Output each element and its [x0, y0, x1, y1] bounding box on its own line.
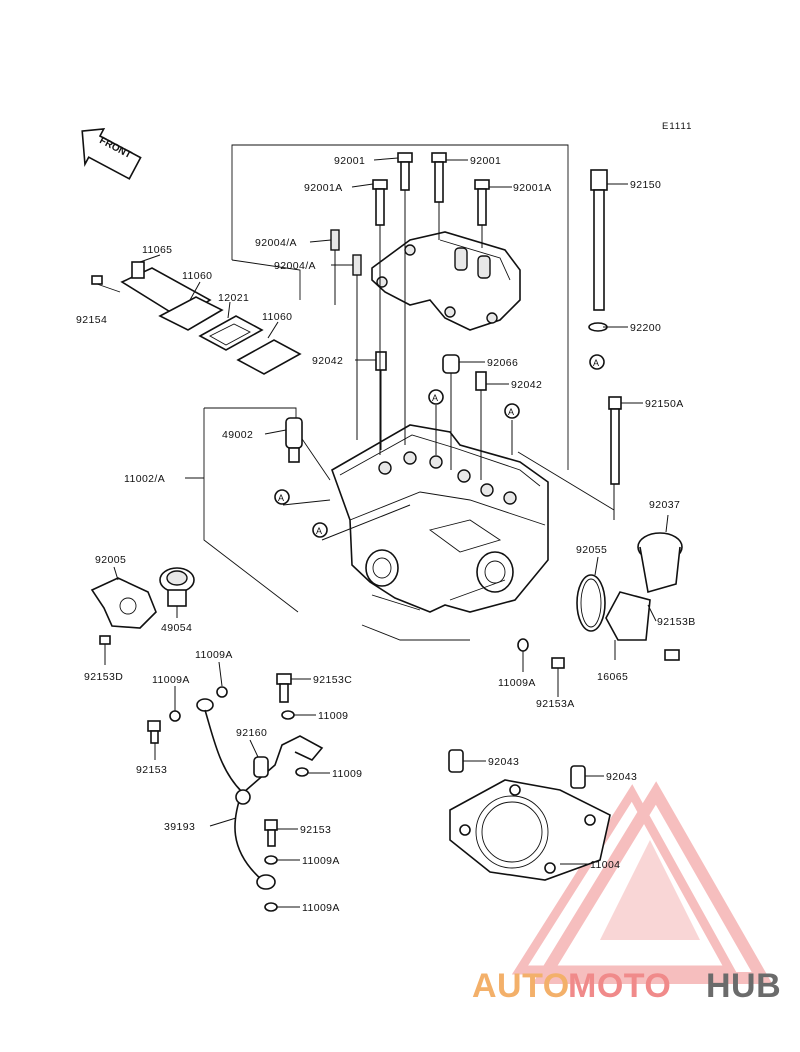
dowel-pin-icon: [375, 351, 487, 391]
callout: 92005: [95, 554, 126, 566]
callout: 92004/A: [274, 260, 316, 272]
callout: 92153B: [657, 616, 696, 628]
head-gasket: [448, 749, 611, 881]
callout: 11002/A: [124, 473, 165, 485]
callout: 11009A: [195, 649, 233, 661]
callout: 11009A: [302, 902, 340, 914]
callout: 92066: [487, 357, 518, 369]
callout: 92042: [511, 379, 542, 391]
oil-pipe-parts: [147, 638, 565, 912]
callout: 92150A: [645, 398, 684, 410]
callout: 92153C: [313, 674, 352, 686]
frame-lines: [203, 144, 615, 641]
callout: 49002: [222, 429, 253, 441]
svg-text:A: A: [508, 407, 514, 417]
callout: 11065: [142, 244, 172, 256]
leader-lines: [282, 190, 615, 541]
callout: 11060: [262, 311, 292, 323]
svg-text:HUB: HUB: [706, 967, 781, 1005]
callout: 92055: [576, 544, 607, 556]
valve-part-icon: [285, 417, 303, 463]
callout: 92037: [649, 499, 680, 511]
thermostat-housing: [90, 577, 157, 645]
callout: 11009: [318, 710, 348, 722]
callout: 39193: [164, 821, 195, 833]
callout: 92043: [488, 756, 519, 768]
callout: 92042: [312, 355, 343, 367]
callout: 92043: [606, 771, 637, 783]
front-arrow-icon: [81, 128, 142, 180]
intake-cover: [120, 261, 302, 375]
camshaft-holder: [371, 231, 521, 331]
callout-labels: 92001 92001 92001A 92001A 92150 92004/A …: [76, 155, 696, 914]
intake-insulator: [576, 532, 683, 661]
cylinder-head: [331, 424, 549, 613]
callout: 11060: [182, 270, 212, 282]
thermostat: [159, 567, 195, 607]
callout: 92150: [630, 179, 661, 191]
watermark-triangle-icon: [511, 781, 773, 984]
callout: 92001: [334, 155, 365, 167]
callout: 92001A: [304, 182, 343, 194]
callout: 92001A: [513, 182, 552, 194]
callout: 16065: [597, 671, 628, 683]
callout: 92200: [630, 322, 661, 334]
callout: 11009A: [302, 855, 340, 867]
callout: 92154: [76, 314, 107, 326]
callout: 92004/A: [255, 237, 297, 249]
callout: 92153A: [536, 698, 575, 710]
svg-text:A: A: [278, 493, 284, 503]
callout: 92153D: [84, 671, 123, 683]
diagram-code: E1111: [662, 121, 692, 132]
callout: 11009: [332, 768, 362, 780]
watermark-logo: AUTO MOTO HUB: [472, 967, 781, 1005]
long-bolt-icon: [588, 169, 622, 485]
callout: 92001: [470, 155, 501, 167]
svg-text:A: A: [432, 393, 438, 403]
callout: 49054: [161, 622, 192, 634]
small-bolt-icon: [91, 275, 121, 293]
svg-text:A: A: [593, 358, 599, 368]
callout-leaders: [104, 157, 669, 908]
svg-text:AUTO: AUTO: [472, 967, 570, 1005]
callout: 92160: [236, 727, 267, 739]
svg-text:MOTO: MOTO: [568, 967, 671, 1005]
svg-text:A: A: [316, 526, 322, 536]
callout: 92153: [136, 764, 167, 776]
callout: 11009A: [498, 677, 536, 689]
callout: 11009A: [152, 674, 190, 686]
callout: 92153: [300, 824, 331, 836]
ref-markers: A A A A A: [274, 354, 605, 538]
callout: 11004: [590, 859, 620, 871]
callout: 12021: [218, 292, 249, 304]
